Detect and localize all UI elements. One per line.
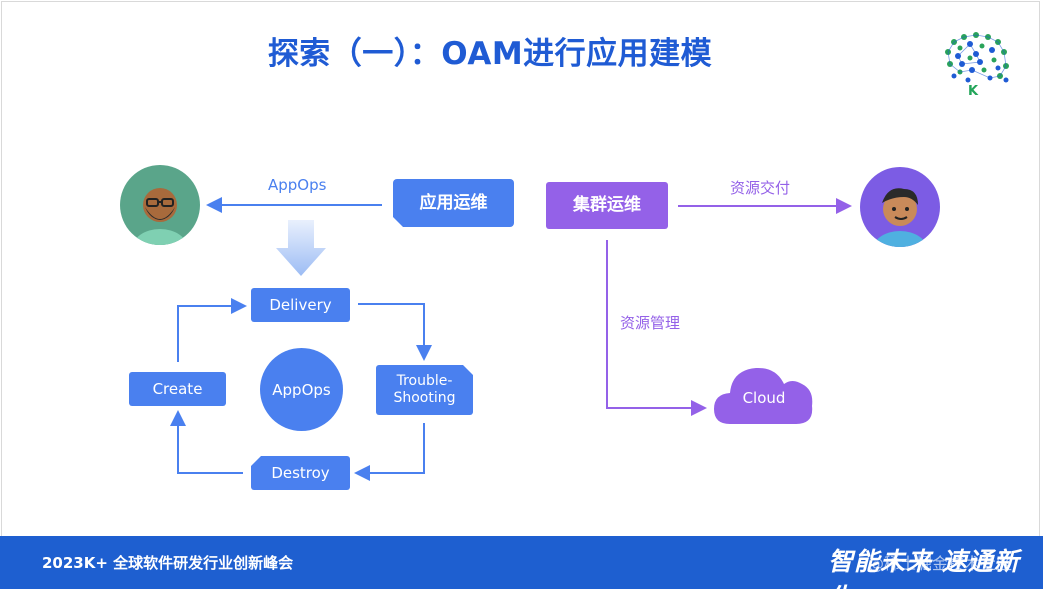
operator-avatar-icon <box>860 167 940 247</box>
app-ops-tag: 应用运维 <box>393 179 514 227</box>
slide-title: 探索（一）：OAM进行应用建模 <box>267 36 713 72</box>
appops-arrow-label: AppOps <box>268 176 327 194</box>
destroy-box: Destroy <box>251 456 350 490</box>
logo-letter: K <box>968 84 979 99</box>
slide: 探索（一）：OAM进行应用建模 K <box>0 1 1043 589</box>
resource-delivery-label: 资源交付 <box>730 179 791 197</box>
watermark: @稀土掘金技术社区 <box>868 554 1013 573</box>
resource-management-label: 资源管理 <box>620 314 681 332</box>
create-box: Create <box>129 372 226 406</box>
slide-frame <box>1 1 1040 586</box>
delivery-box: Delivery <box>251 288 350 322</box>
footer-bar <box>0 536 1043 589</box>
troubleshooting-box: Trouble- Shooting <box>376 365 473 415</box>
cloud-label: Cloud <box>742 389 786 407</box>
appops-center-circle: AppOps <box>260 348 343 431</box>
cluster-ops-tag: 集群运维 <box>546 182 668 229</box>
kplus-logo-icon <box>945 32 1009 83</box>
event-name: 2023K+ 全球软件研发行业创新峰会 <box>42 554 294 572</box>
developer-avatar-icon <box>120 165 200 245</box>
cloud-icon <box>714 367 813 424</box>
